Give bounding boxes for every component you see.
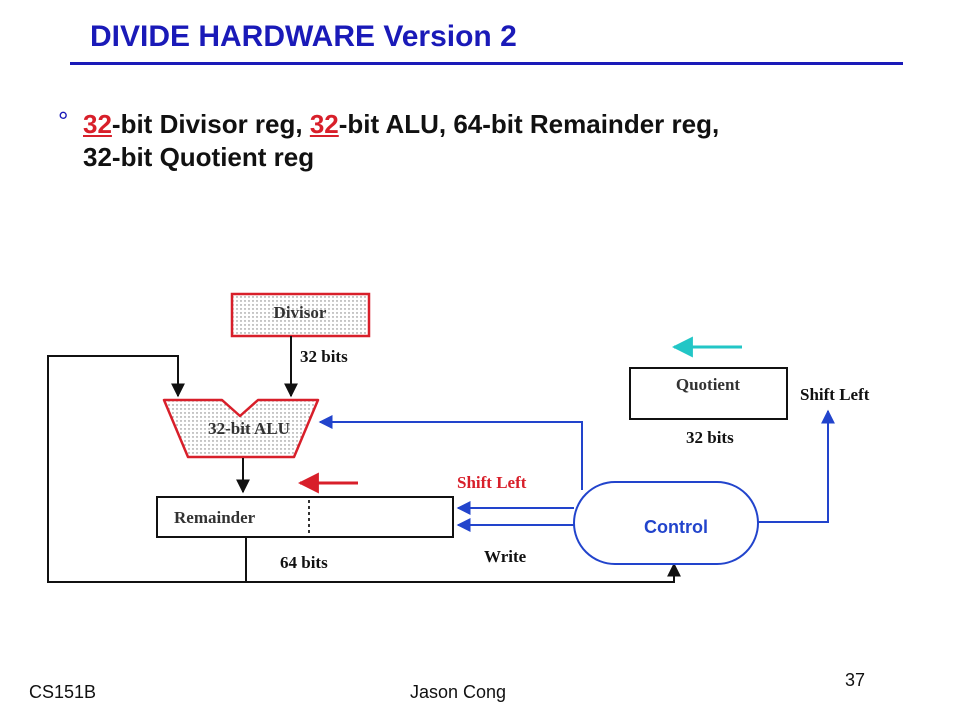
remainder-bits-label: 64 bits xyxy=(280,553,328,572)
divisor-register xyxy=(230,292,371,338)
divisor-bits-label: 32 bits xyxy=(300,347,348,366)
remainder-register xyxy=(156,496,454,538)
write-label: Write xyxy=(484,547,527,566)
quotient-register xyxy=(629,367,788,420)
remainder-feedback-line xyxy=(47,355,247,583)
alu-shape xyxy=(162,398,320,459)
footer-course: CS151B xyxy=(29,682,97,702)
bullet-text-part1: -bit Divisor reg, xyxy=(111,109,310,139)
remainder-label: Remainder xyxy=(174,508,256,527)
alu-width: 32 xyxy=(309,109,339,139)
bullet-text-line2: 32-bit Quotient reg xyxy=(83,142,315,172)
alu-label: 32-bit ALU xyxy=(208,419,290,438)
remainder-shift-label: Shift Left xyxy=(457,473,527,492)
page-number: 37 xyxy=(845,670,866,690)
quotient-bits-label: 32 bits xyxy=(686,428,734,447)
divisor-label: Divisor xyxy=(274,303,327,322)
control-to-alu-line xyxy=(318,415,583,490)
control-to-quotient-line xyxy=(758,409,835,523)
divisor-width: 32 xyxy=(83,109,112,139)
quotient-shift-label: Shift Left xyxy=(800,385,870,404)
footer-author: Jason Cong xyxy=(410,682,507,702)
control-label: Control xyxy=(644,517,708,537)
bullet-marker: ° xyxy=(58,106,69,136)
bullet-text-part2: -bit ALU, 64-bit Remainder reg, xyxy=(338,109,720,139)
remainder-to-control-line xyxy=(48,562,681,583)
title-rule xyxy=(70,62,903,65)
bullet-text: 32-bit Divisor reg, 32-bit ALU, 64-bit R… xyxy=(83,108,903,174)
quotient-label: Quotient xyxy=(676,375,741,394)
slide-title: DIVIDE HARDWARE Version 2 xyxy=(90,20,517,53)
